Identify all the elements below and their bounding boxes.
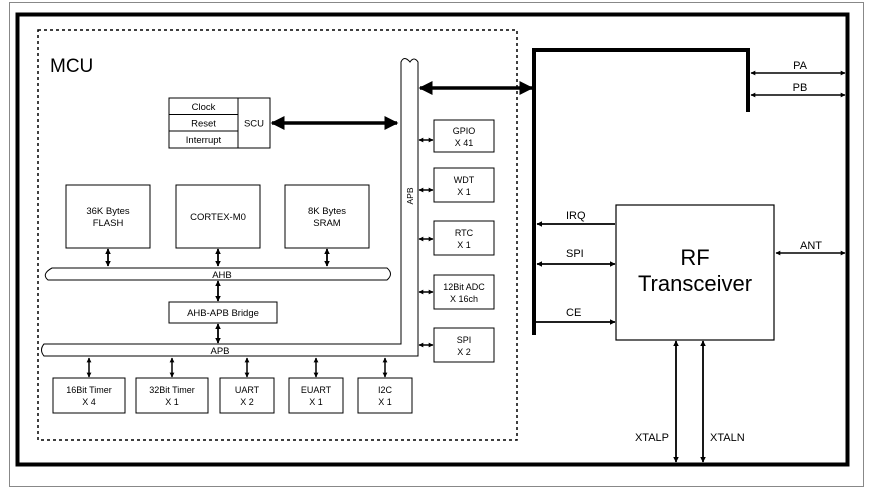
- svg-text:12Bit ADC: 12Bit ADC: [443, 282, 485, 292]
- pa-label: PA: [793, 60, 808, 72]
- apb-bus: [41, 58, 419, 357]
- svg-text:EUART: EUART: [301, 385, 332, 395]
- wdt-block: WDT X 1: [433, 167, 495, 203]
- svg-text:8K Bytes: 8K Bytes: [308, 206, 346, 217]
- svg-text:RTC: RTC: [455, 228, 474, 238]
- svg-text:X 2: X 2: [457, 347, 471, 357]
- svg-text:X 1: X 1: [378, 397, 392, 407]
- cortex-m0-block: CORTEX-M0: [175, 184, 261, 249]
- i2c-block: I2C X 1: [357, 377, 413, 414]
- ce-label: CE: [566, 307, 581, 319]
- ant-label: ANT: [800, 240, 822, 252]
- svg-text:X 41: X 41: [455, 138, 474, 148]
- svg-text:X 1: X 1: [309, 397, 323, 407]
- scu-item-clock: Clock: [192, 102, 216, 113]
- sram-block: 8K Bytes SRAM: [284, 184, 370, 249]
- svg-text:36K Bytes: 36K Bytes: [86, 206, 130, 217]
- ahb-label: AHB: [212, 270, 232, 281]
- mcu-title: MCU: [50, 56, 93, 77]
- spi-periph-block: SPI X 2: [433, 327, 495, 363]
- external-bus: [532, 48, 750, 335]
- apb-vertical-label: APB: [405, 187, 415, 204]
- irq-label: IRQ: [566, 210, 586, 222]
- scu-item-reset: Reset: [191, 119, 216, 130]
- svg-text:X 2: X 2: [240, 397, 254, 407]
- mcu-boundary: [37, 29, 518, 441]
- svg-text:WDT: WDT: [454, 175, 475, 185]
- svg-text:SPI: SPI: [457, 335, 472, 345]
- apb-label: APB: [210, 346, 229, 357]
- rtc-block: RTC X 1: [433, 220, 495, 256]
- svg-text:CORTEX-M0: CORTEX-M0: [190, 212, 246, 223]
- ahb-apb-bridge: AHB-APB Bridge: [168, 301, 278, 324]
- gpio-block: GPIO X 41: [433, 119, 495, 153]
- ahb-bus: [44, 267, 391, 281]
- flash-block: 36K Bytes FLASH: [65, 184, 151, 249]
- xtaln-label: XTALN: [710, 432, 745, 444]
- svg-text:32Bit Timer: 32Bit Timer: [149, 385, 195, 395]
- spi-label: SPI: [566, 248, 584, 260]
- pb-label: PB: [793, 82, 808, 94]
- svg-text:GPIO: GPIO: [453, 126, 476, 136]
- svg-text:UART: UART: [235, 385, 260, 395]
- svg-text:X 4: X 4: [82, 397, 96, 407]
- svg-text:AHB-APB Bridge: AHB-APB Bridge: [187, 308, 259, 319]
- svg-text:16Bit Timer: 16Bit Timer: [66, 385, 112, 395]
- svg-text:FLASH: FLASH: [93, 218, 124, 229]
- svg-text:X 1: X 1: [457, 240, 471, 250]
- xtalp-label: XTALP: [635, 432, 669, 444]
- euart-block: EUART X 1: [288, 377, 344, 414]
- svg-text:X 1: X 1: [457, 187, 471, 197]
- rf-title-line1: RF: [680, 245, 709, 270]
- scu-block: Clock Reset Interrupt SCU: [168, 97, 271, 149]
- timer32-block: 32Bit Timer X 1: [135, 377, 209, 414]
- rf-transceiver-block: RF Transceiver: [615, 204, 775, 341]
- module-border: [15, 12, 850, 467]
- rf-title-line2: Transceiver: [638, 271, 752, 296]
- svg-text:I2C: I2C: [378, 385, 393, 395]
- scu-label: SCU: [244, 119, 264, 130]
- image-frame: [9, 2, 864, 487]
- svg-text:X 1: X 1: [165, 397, 179, 407]
- svg-text:SRAM: SRAM: [313, 218, 341, 229]
- svg-text:X 16ch: X 16ch: [450, 294, 478, 304]
- scu-item-interrupt: Interrupt: [186, 135, 222, 146]
- adc-block: 12Bit ADC X 16ch: [433, 274, 495, 310]
- uart-block: UART X 2: [219, 377, 275, 414]
- timer16-block: 16Bit Timer X 4: [52, 377, 126, 414]
